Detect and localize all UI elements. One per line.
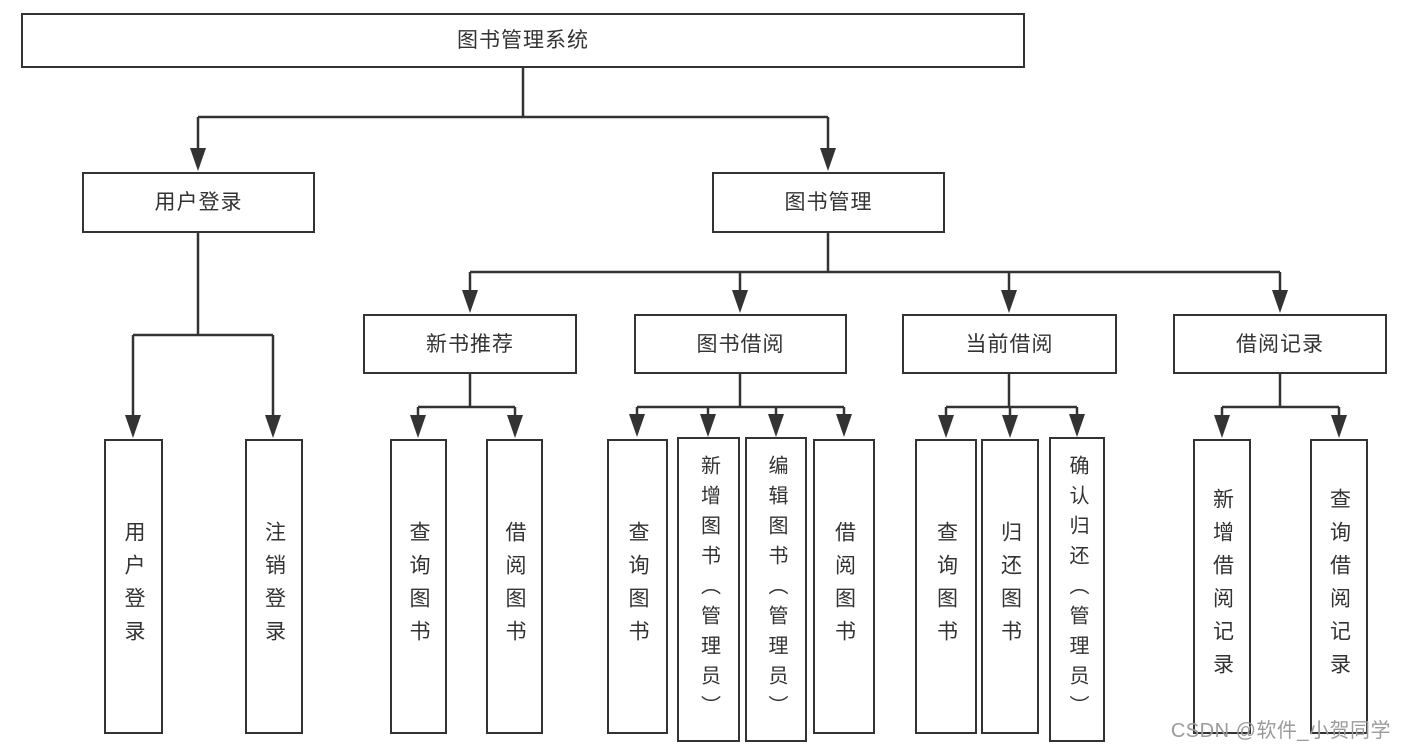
arrowhead <box>1214 415 1230 438</box>
connector-new-book-recommend-to-children <box>416 374 517 422</box>
arrowhead <box>700 414 716 437</box>
node-user-login: 用户登录 <box>82 172 315 233</box>
arrowhead <box>1001 290 1017 313</box>
arrowhead <box>938 415 954 438</box>
node-root-library-management-system: 图书管理系统 <box>21 13 1025 68</box>
arrowhead <box>820 148 836 171</box>
arrowhead <box>732 290 748 313</box>
arrowhead <box>836 414 852 437</box>
arrowhead <box>1272 290 1288 313</box>
leaf-user-login: 用户登录 <box>104 439 163 734</box>
connector-book-management-to-level3 <box>468 233 1282 298</box>
connector-root-to-level2 <box>196 68 830 155</box>
leaf-query-borrow-record: 查询借阅记录 <box>1310 439 1368 734</box>
arrowhead <box>1069 414 1085 437</box>
arrowhead <box>768 414 784 437</box>
arrowhead <box>629 414 645 437</box>
leaf-logout-login: 注销登录 <box>245 439 303 734</box>
node-borrow-records: 借阅记录 <box>1173 314 1387 374</box>
connector-book-borrow-to-children <box>635 374 846 421</box>
arrowhead <box>462 290 478 313</box>
connector-user-login-to-children <box>131 233 275 422</box>
leaf-edit-book-admin: 编辑图书（管理员） <box>745 437 807 742</box>
node-new-book-recommend: 新书推荐 <box>363 314 577 374</box>
leaf-return-book: 归还图书 <box>981 439 1039 734</box>
connector-borrow-records-to-children <box>1220 374 1341 422</box>
arrowhead <box>1331 415 1347 438</box>
leaf-add-book-admin: 新增图书（管理员） <box>677 437 740 742</box>
leaf-add-borrow-record: 新增借阅记录 <box>1193 439 1251 734</box>
csdn-watermark: CSDN @软件_小贺同学 <box>1170 720 1391 742</box>
arrowhead <box>190 148 206 171</box>
leaf-confirm-return-admin: 确认归还（管理员） <box>1049 437 1105 742</box>
leaf-query-books-borrow: 查询图书 <box>607 439 668 734</box>
arrowhead <box>507 415 523 438</box>
connector-current-borrow-to-children <box>944 374 1079 422</box>
node-book-management: 图书管理 <box>712 172 945 233</box>
leaf-borrow-books-borrow: 借阅图书 <box>813 439 875 734</box>
leaf-borrow-books-recommend: 借阅图书 <box>486 439 543 734</box>
arrowhead <box>1002 415 1018 438</box>
node-current-borrow: 当前借阅 <box>902 314 1117 374</box>
arrowhead <box>125 415 141 438</box>
leaf-query-books-recommend: 查询图书 <box>390 439 447 734</box>
arrowhead <box>265 415 281 438</box>
node-book-borrow: 图书借阅 <box>634 314 847 374</box>
arrowhead <box>410 415 426 438</box>
leaf-query-books-current: 查询图书 <box>915 439 977 734</box>
